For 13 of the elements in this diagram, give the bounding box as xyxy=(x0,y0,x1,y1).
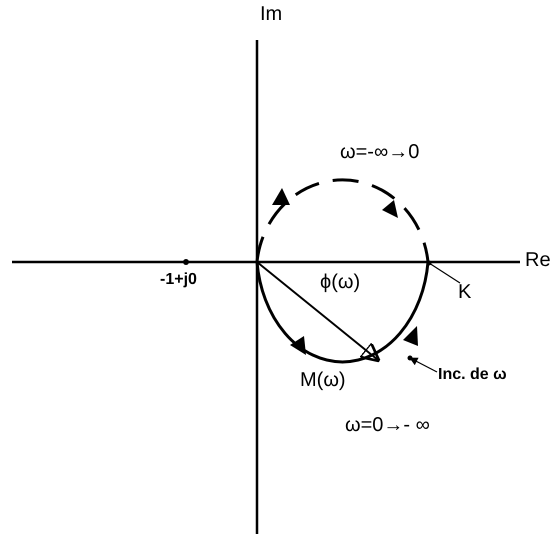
callout-label: Inc. de ω xyxy=(438,367,507,383)
axis-label: Re xyxy=(525,250,550,270)
leader-line xyxy=(428,262,460,284)
axis-label: Im xyxy=(260,4,282,24)
leader-line xyxy=(409,357,438,373)
magnitude-label: M(ω) xyxy=(300,370,346,390)
frequency-range-label: ω=-∞→0 xyxy=(340,142,420,162)
angle-label: ϕ(ω) xyxy=(320,272,360,292)
point-label: K xyxy=(458,282,472,302)
point-label: -1+j0 xyxy=(160,272,197,288)
frequency-range-label: ω=0→- ∞ xyxy=(345,415,430,435)
point-marker xyxy=(426,260,432,266)
point-marker xyxy=(408,356,412,360)
